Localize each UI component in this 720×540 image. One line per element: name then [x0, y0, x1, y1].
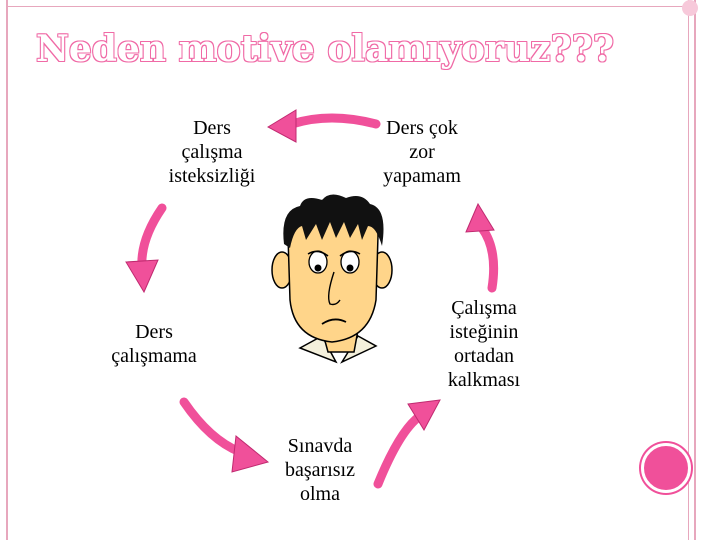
node-line: Çalışma — [451, 297, 517, 319]
node-line: Ders çok — [386, 117, 458, 139]
node-calisma-isteginin-ortadan-kalkmasi: Çalışma isteğinin ortadan kalkması — [434, 296, 534, 392]
frame-right-line-outer — [694, 0, 696, 540]
node-line: Ders — [135, 321, 173, 343]
node-line: çalışmama — [111, 345, 197, 367]
node-line: başarısız — [285, 459, 355, 481]
frame-right-line-inner — [688, 0, 689, 540]
node-line: zor — [409, 141, 435, 163]
arrow-top — [266, 109, 381, 143]
frame-left-line — [6, 0, 8, 540]
node-ders-calismama: Ders çalışmama — [96, 320, 212, 368]
arrow-left-bottom — [179, 397, 270, 473]
arrow-bottom-right — [373, 399, 441, 489]
arrow-right — [465, 202, 499, 293]
node-ders-calisma-isteksizligi: Ders çalışma isteksizliği — [156, 116, 268, 188]
sad-face-icon — [271, 194, 393, 364]
node-line: yapamam — [383, 165, 461, 187]
node-line: olma — [300, 483, 340, 505]
node-line: ortadan — [454, 345, 514, 367]
node-line: isteğinin — [449, 321, 519, 343]
frame-top-line — [6, 6, 696, 7]
node-line: Sınavda — [287, 435, 353, 457]
node-line: kalkması — [447, 369, 521, 391]
node-ders-cok-zor-yapamam: Ders çok zor yapamam — [366, 116, 478, 188]
arrow-left-top — [125, 203, 167, 294]
corner-dot-bottom — [641, 443, 691, 493]
node-sinavda-basarisiz-olma: Sınavda başarısız olma — [270, 434, 370, 506]
node-line: Ders — [193, 117, 231, 139]
node-line: çalışma — [181, 141, 243, 163]
node-line: isteksizliği — [168, 165, 256, 187]
slide-title: Neden motive olamıyoruz??? — [36, 28, 614, 70]
corner-dot-top — [682, 0, 698, 16]
